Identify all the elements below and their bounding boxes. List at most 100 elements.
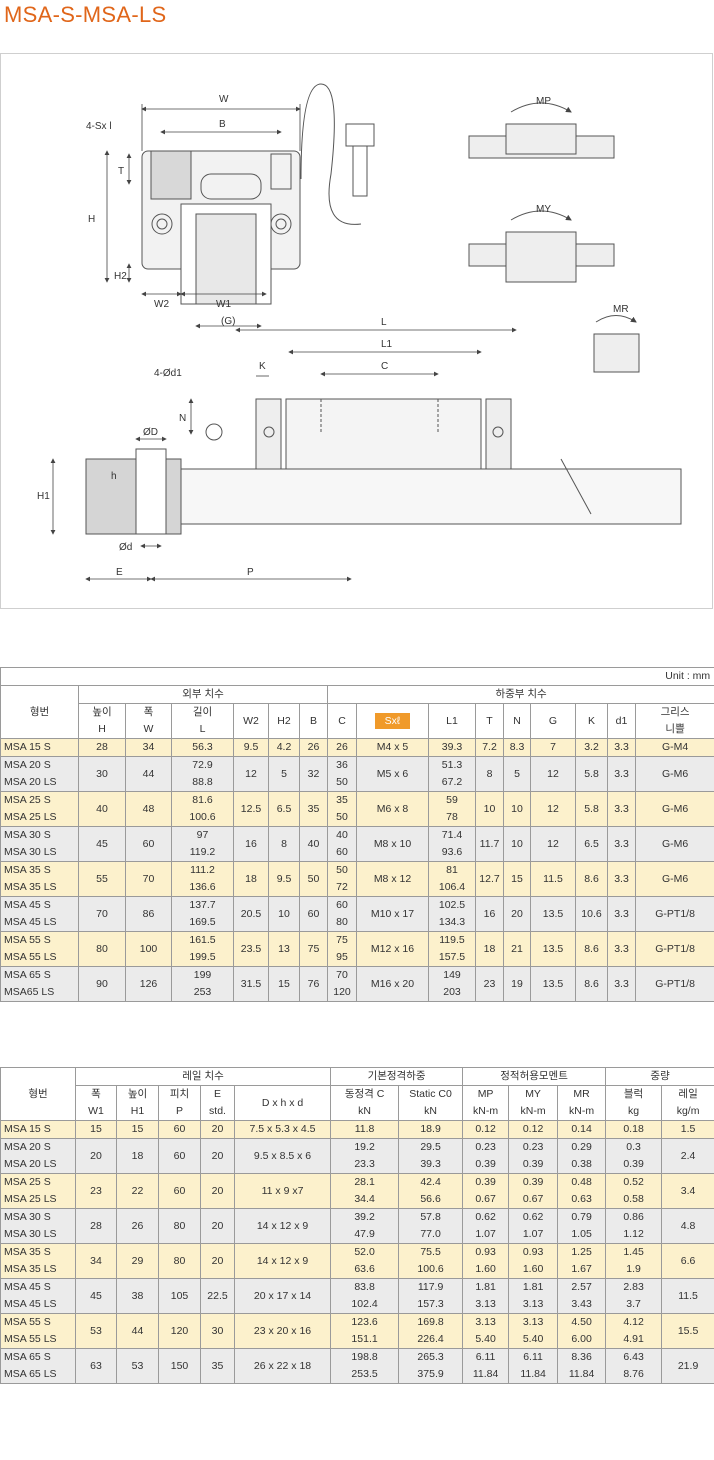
cell-d1: 3.3 xyxy=(607,966,636,1002)
cell-c0-line: 29.5 xyxy=(420,1141,441,1153)
cell-h2: 8 xyxy=(268,826,300,862)
cell-block-line: 3.7 xyxy=(626,1298,641,1310)
cell-k: 10.6 xyxy=(575,896,608,932)
cell-model-line: MSA 35 S xyxy=(4,1246,51,1258)
label-K: K xyxy=(259,361,266,372)
cell-l1-line: 102.5 xyxy=(438,899,466,911)
cell-model-line: MSA 15 S xyxy=(4,741,51,753)
cell-model: MSA 15 S xyxy=(0,1120,76,1139)
cell-model-line: MSA 55 LS xyxy=(4,1333,57,1345)
cell-rail: 1.5 xyxy=(661,1120,714,1139)
cell-p: 60 xyxy=(158,1173,201,1209)
cell-l1-line: 59 xyxy=(446,794,458,806)
cell-block-line: 8.76 xyxy=(623,1368,644,1380)
cell-c-line: 70 xyxy=(336,969,348,981)
cell-w: 60 xyxy=(125,826,172,862)
cell-l1-line: 134.3 xyxy=(438,916,466,928)
cell-dhd: 9.5 x 8.5 x 6 xyxy=(233,1138,332,1174)
cell-block-line: 1.9 xyxy=(626,1263,641,1275)
cell-c0-line: 18.9 xyxy=(420,1123,441,1135)
cell-mp-line: 1.07 xyxy=(475,1228,496,1240)
cell-d1: 3.3 xyxy=(607,756,636,792)
cell-rail: 3.4 xyxy=(661,1173,714,1209)
cell-d1: 3.3 xyxy=(607,791,636,827)
cell-my-line: 5.40 xyxy=(522,1333,544,1345)
cell-w2: 12.5 xyxy=(233,791,269,827)
label-W1: W1 xyxy=(216,299,231,310)
cell-b: 60 xyxy=(299,896,328,932)
cell-grease: G-M6 xyxy=(634,826,714,862)
technical-drawing: W B 4-Sx l T H H2 W2 W1 (G) L L1 C 4-Ød1… xyxy=(0,53,713,609)
cell-c-line: 83.8 xyxy=(354,1281,375,1293)
side-dims xyxy=(50,327,517,582)
cell-c-line: 120 xyxy=(333,986,351,998)
cell-grease: G-PT1/8 xyxy=(634,896,714,932)
front-dims xyxy=(104,104,301,329)
cell-block-line: 0.3 xyxy=(626,1141,641,1153)
cell-h2: 9.5 xyxy=(268,861,300,897)
cell-l1-line: 203 xyxy=(443,986,461,998)
cell-mp-line: 0.39 xyxy=(475,1158,496,1170)
cell-dhd: 14 x 12 x 9 xyxy=(233,1208,332,1244)
cell-h2: 5 xyxy=(268,756,300,792)
cell-w: 44 xyxy=(125,756,172,792)
cell-g: 13.5 xyxy=(530,896,576,932)
cell-w1: 63 xyxy=(75,1348,117,1384)
cell-c0-line: 100.6 xyxy=(417,1263,444,1275)
cell-h1: 18 xyxy=(116,1138,159,1174)
cell-c-line: 123.6 xyxy=(351,1316,378,1328)
cell-l1-line: 119.5 xyxy=(439,934,465,946)
cell-b: 40 xyxy=(299,826,328,862)
header-K: K xyxy=(575,703,608,739)
cell-b: 75 xyxy=(299,931,328,967)
cell-mp: 0.12 xyxy=(462,1120,510,1139)
cell-sxl: M12 x 16 xyxy=(356,931,429,967)
cell-c-line: 75 xyxy=(336,934,348,946)
cell-model-line: MSA 45 S xyxy=(4,899,51,911)
cell-e: 20 xyxy=(200,1173,235,1209)
cell-w1: 45 xyxy=(75,1278,117,1314)
cell-c-line: 11.8 xyxy=(354,1123,375,1135)
cell-w: 48 xyxy=(125,791,172,827)
label-H: H xyxy=(88,214,95,225)
cell-c-line: 40 xyxy=(336,829,348,841)
cell-b: 50 xyxy=(299,861,328,897)
cell-h2: 13 xyxy=(268,931,300,967)
cell-mr-line: 0.48 xyxy=(571,1176,592,1188)
cell-e: 22.5 xyxy=(200,1278,235,1314)
cell-my-line: 0.23 xyxy=(522,1141,544,1153)
cell-c0-line: 157.3 xyxy=(417,1298,444,1310)
cell-mp-line: 0.62 xyxy=(475,1211,496,1223)
cell-mr-line: 1.67 xyxy=(571,1263,592,1275)
cell-block-line: 0.58 xyxy=(623,1193,644,1205)
cell-mr-line: 0.79 xyxy=(571,1211,592,1223)
cell-l1: 102.5 134.3 xyxy=(428,896,476,932)
cell-c-line: 198.8 xyxy=(351,1351,378,1363)
cell-l-line: 111.2 xyxy=(190,864,215,876)
cell-dhd: 23 x 20 x 16 xyxy=(233,1313,332,1349)
cell-my-line: 0.93 xyxy=(522,1246,544,1258)
cell-block-line: 4.91 xyxy=(623,1333,644,1345)
